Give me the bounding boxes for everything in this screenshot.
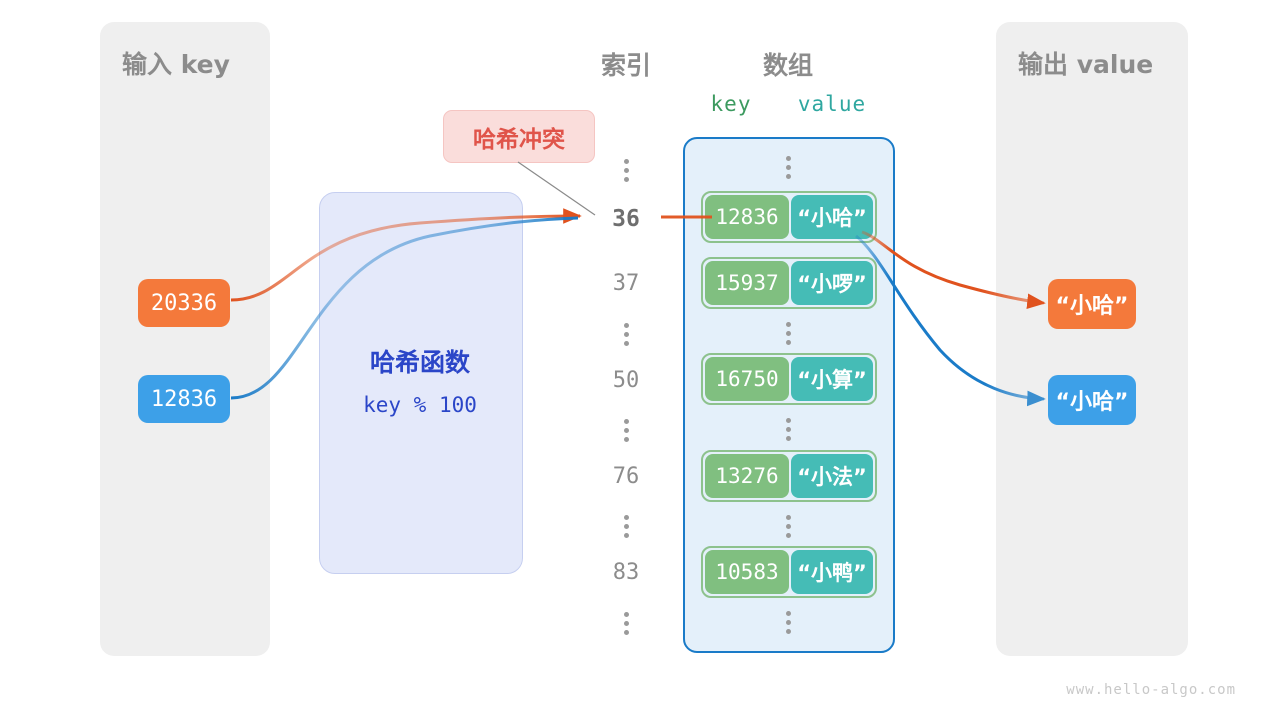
array-ellipsis: [781, 611, 795, 634]
bucket-value: “小鸭”: [791, 550, 873, 594]
output-value-chip-orange: “小哈”: [1048, 279, 1136, 329]
index-ellipsis: [619, 323, 633, 346]
hash-function-name: 哈希函数: [369, 348, 470, 377]
bucket-value: “小法”: [791, 454, 873, 498]
index-ellipsis: [619, 419, 633, 442]
index-ellipsis: [619, 159, 633, 182]
index-value-50: 50: [612, 368, 640, 393]
bucket-key: 12836: [705, 195, 789, 239]
input-key-chip-12836: 12836: [138, 375, 230, 423]
index-value-83: 83: [612, 560, 640, 585]
array-header-key: key: [710, 92, 752, 116]
bucket-key: 10583: [705, 550, 789, 594]
bucket-key: 13276: [705, 454, 789, 498]
hash-function-box: [319, 192, 523, 574]
index-value-37: 37: [612, 271, 640, 296]
bucket-key: 16750: [705, 357, 789, 401]
array-key-value-header: key value: [688, 92, 890, 116]
bucket-value: “小哈”: [791, 195, 873, 239]
array-bucket-row: 15937 “小啰”: [701, 257, 877, 309]
array-bucket-row: 12836 “小哈”: [701, 191, 877, 243]
array-bucket-row: 13276 “小法”: [701, 450, 877, 502]
index-column-title: 索引: [600, 51, 651, 80]
hash-collision-label: 哈希冲突: [443, 110, 595, 163]
bucket-value: “小啰”: [791, 261, 873, 305]
array-bucket-row: 10583 “小鸭”: [701, 546, 877, 598]
output-panel-title: 输出 value: [1018, 50, 1154, 79]
index-value-76: 76: [612, 464, 640, 489]
array-header-value: value: [797, 92, 867, 116]
array-ellipsis: [781, 322, 795, 345]
input-panel-title: 输入 key: [122, 50, 230, 79]
watermark: www.hello-algo.com: [1066, 682, 1236, 698]
bucket-value: “小算”: [791, 357, 873, 401]
output-value-chip-blue: “小哈”: [1048, 375, 1136, 425]
hash-function-formula: key % 100: [363, 393, 477, 417]
array-bucket-row: 16750 “小算”: [701, 353, 877, 405]
array-ellipsis: [781, 515, 795, 538]
bucket-key: 15937: [705, 261, 789, 305]
input-key-panel: [100, 22, 270, 656]
input-key-chip-20336: 20336: [138, 279, 230, 327]
array-column-title: 数组: [762, 51, 813, 80]
output-value-panel: [996, 22, 1188, 656]
index-ellipsis: [619, 612, 633, 635]
index-ellipsis: [619, 515, 633, 538]
array-ellipsis: [781, 418, 795, 441]
array-ellipsis: [781, 156, 795, 179]
collision-leader-line: [517, 161, 596, 216]
index-value-36: 36: [612, 206, 640, 232]
